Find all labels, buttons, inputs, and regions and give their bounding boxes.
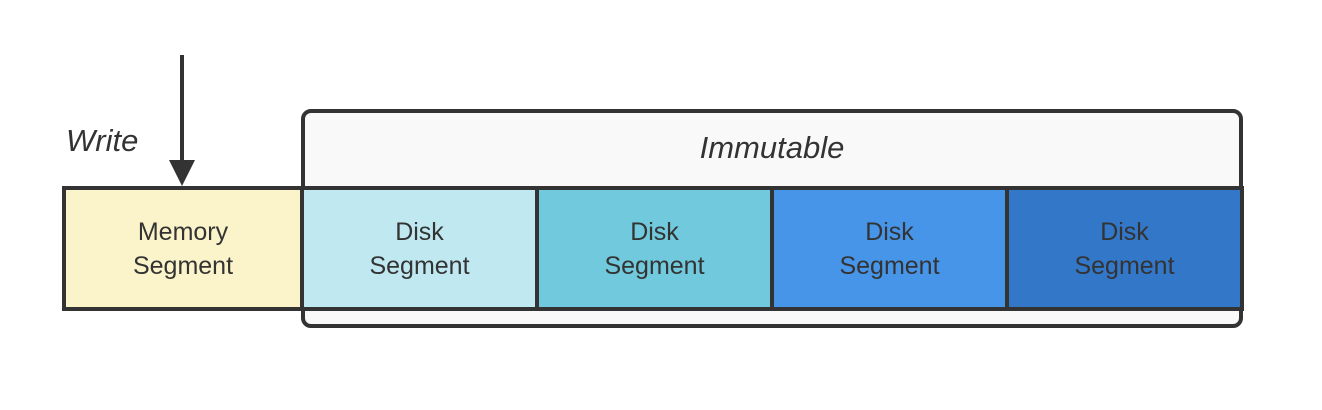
segment-label-line1: Disk [1100, 217, 1149, 246]
disk-segment-box-4: Disk Segment [1005, 186, 1244, 311]
segment-label-line2: Segment [1074, 251, 1175, 280]
segment-label-line2: Segment [839, 251, 940, 280]
segment-label-line1: Disk [395, 217, 444, 246]
segment-label-line1: Memory [137, 217, 229, 246]
segment-label-line2: Segment [132, 251, 234, 280]
memory-segment-box: Memory Segment [62, 186, 304, 311]
disk-segment-box-3: Disk Segment [770, 186, 1009, 311]
arrow-shaft [180, 55, 184, 163]
write-label: Write [66, 123, 139, 158]
arrow-head [169, 160, 195, 186]
segment-label-line1: Disk [865, 217, 914, 246]
segment-label-line1: Disk [630, 217, 679, 246]
disk-segment-box-2: Disk Segment [535, 186, 774, 311]
segment-label-line2: Segment [604, 251, 705, 280]
disk-segment-box-1: Disk Segment [300, 186, 539, 311]
immutable-label: Immutable [699, 130, 845, 165]
segments-row: Memory Segment Disk Segment Disk Segment… [62, 186, 1244, 311]
segment-label-line2: Segment [369, 251, 470, 280]
